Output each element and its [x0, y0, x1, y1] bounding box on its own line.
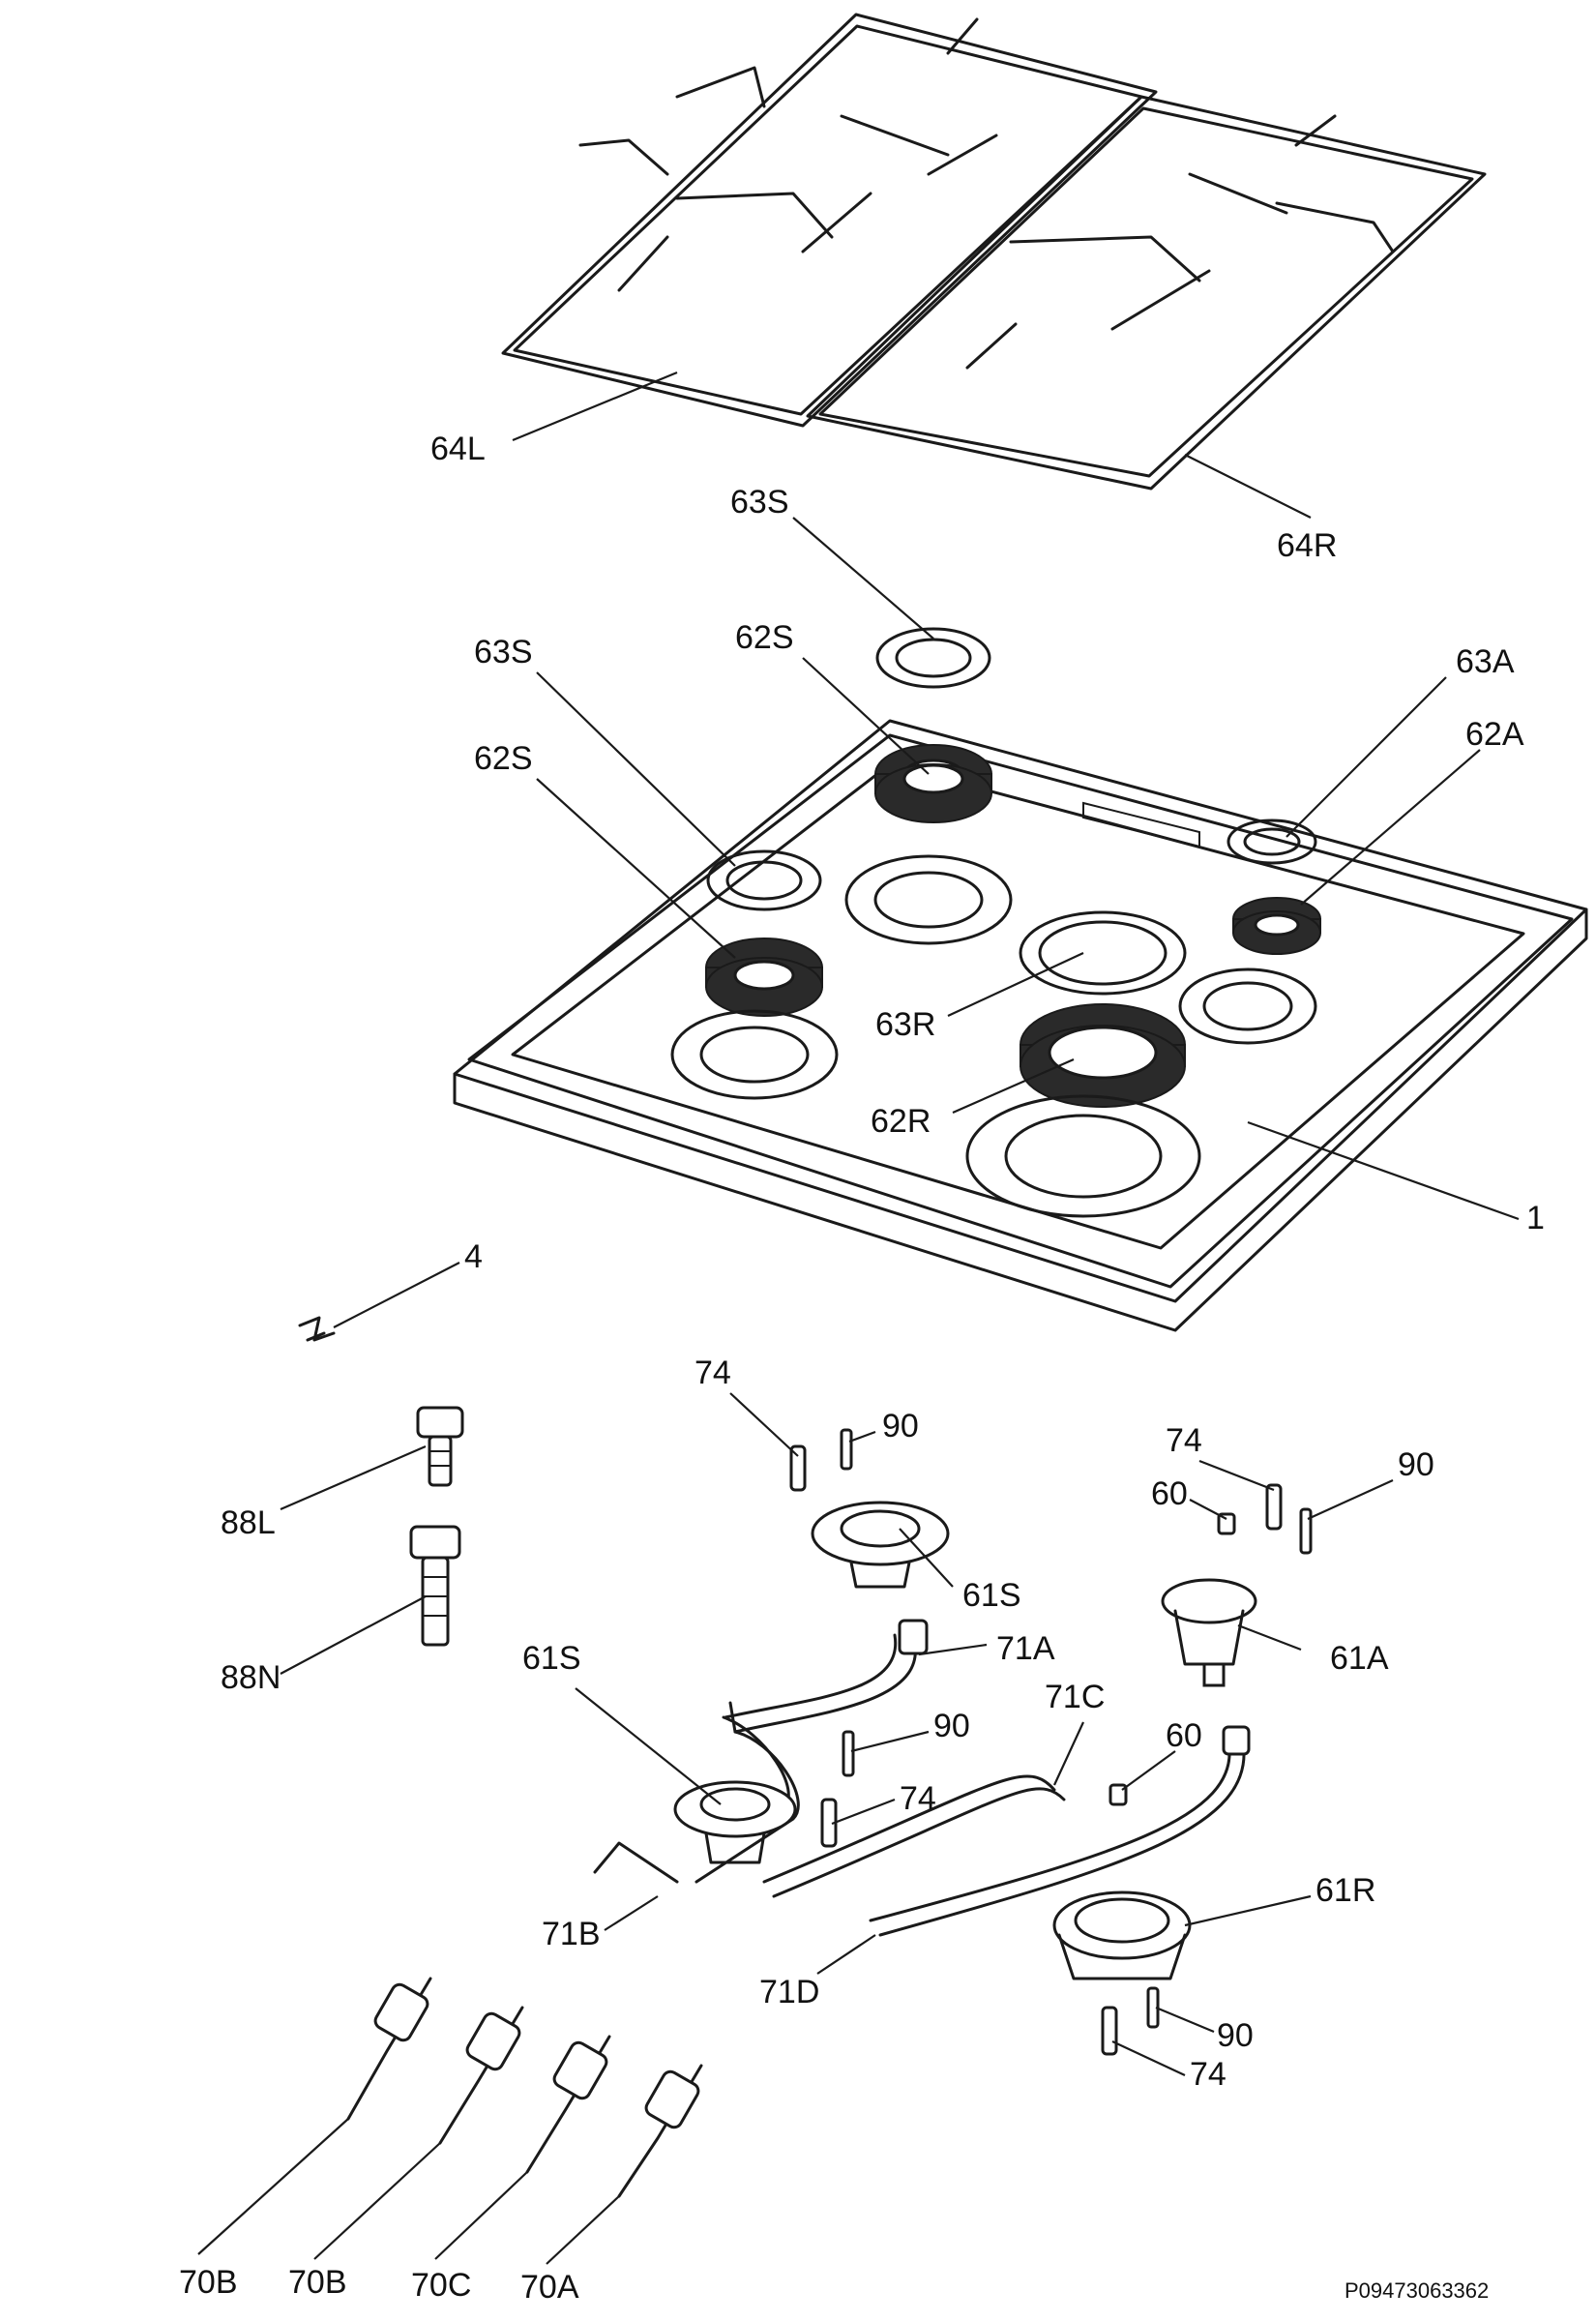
label-64R: 64R [1277, 527, 1337, 564]
nozzle-88L [416, 1406, 464, 1487]
label-70A: 70A [520, 2269, 579, 2306]
gas-tap-70B-second [438, 2006, 524, 2145]
label-64L: 64L [430, 431, 486, 467]
nut-60-upper [1217, 1512, 1236, 1535]
pan-support-right [806, 95, 1487, 491]
label-1: 1 [1526, 1200, 1545, 1236]
label-61S-lower: 61S [522, 1640, 581, 1677]
label-90-upper: 90 [882, 1408, 919, 1444]
label-63R: 63R [875, 1006, 935, 1043]
gas-pipe-71C [762, 1774, 1066, 1898]
leader-lines [197, 371, 1520, 2265]
label-90-bottom: 90 [1217, 2017, 1254, 2054]
thermocouple-74-upper [789, 1444, 807, 1492]
label-63A: 63A [1456, 643, 1515, 680]
burner-cap-63S-left [706, 849, 822, 911]
label-71C: 71C [1045, 1679, 1105, 1715]
label-70B-first: 70B [179, 2264, 238, 2301]
burner-recess-rear-left [844, 854, 1013, 945]
burner-recess-right [1178, 968, 1317, 1045]
burner-recess-front-right [965, 1094, 1201, 1218]
label-71A: 71A [996, 1630, 1055, 1667]
label-60-upper: 60 [1151, 1475, 1188, 1512]
label-71B: 71B [542, 1916, 601, 1952]
electrode-90-lower [842, 1730, 855, 1777]
burner-body-61S-lower [673, 1780, 797, 1864]
hob-top-plate [453, 719, 1588, 1332]
label-60-lower: 60 [1166, 1717, 1202, 1754]
clip-4 [298, 1316, 336, 1342]
label-90-right: 90 [1398, 1446, 1434, 1483]
label-74-right: 74 [1166, 1422, 1202, 1459]
label-74-lower: 74 [900, 1780, 936, 1817]
burner-head-62R [1020, 1003, 1186, 1108]
label-88L: 88L [221, 1504, 276, 1541]
burner-head-62S-left [705, 938, 823, 1017]
burner-body-61S-upper [811, 1501, 950, 1589]
gas-tap-70B-first [346, 1977, 432, 2121]
label-61A: 61A [1330, 1640, 1389, 1677]
label-63S-top: 63S [730, 484, 789, 521]
nozzle-88N [409, 1525, 461, 1647]
gas-pipe-71A [724, 1619, 929, 1734]
burner-cap-63S-top [875, 627, 991, 689]
document-code: P09473063362 [1345, 2278, 1489, 2303]
label-88N: 88N [221, 1659, 281, 1696]
label-61S-upper: 61S [962, 1577, 1021, 1614]
label-74-bottom: 74 [1190, 2056, 1227, 2093]
label-4: 4 [464, 1238, 483, 1275]
pan-support-left [501, 13, 1158, 428]
burner-cap-63A [1227, 819, 1317, 865]
label-70B-second: 70B [288, 2264, 347, 2301]
electrode-90-upper [840, 1428, 853, 1471]
label-62R: 62R [871, 1103, 931, 1140]
label-71D: 71D [759, 1974, 819, 2010]
label-61R: 61R [1315, 1872, 1375, 1909]
label-62S-top: 62S [735, 619, 794, 656]
burner-cap-63R [1019, 910, 1187, 996]
gas-tap-70A [617, 2064, 703, 2198]
burner-head-62A [1232, 897, 1321, 955]
label-90-lower: 90 [933, 1708, 970, 1744]
label-62S-left: 62S [474, 740, 533, 777]
electrode-90-right [1299, 1507, 1313, 1555]
burner-body-61A [1161, 1578, 1257, 1687]
label-70C: 70C [411, 2267, 471, 2304]
label-74-upper: 74 [695, 1354, 731, 1391]
thermocouple-74-right [1265, 1483, 1283, 1531]
label-63S-left: 63S [474, 634, 533, 670]
thermocouple-74-bottom [1101, 2006, 1118, 2056]
gas-pipe-71D [869, 1725, 1251, 1937]
label-62A: 62A [1465, 716, 1524, 753]
burner-body-61R [1052, 1890, 1192, 1980]
burner-head-62S-top [874, 744, 992, 823]
burner-recess-front-left [670, 1009, 839, 1100]
gas-tap-70C [525, 2035, 611, 2174]
